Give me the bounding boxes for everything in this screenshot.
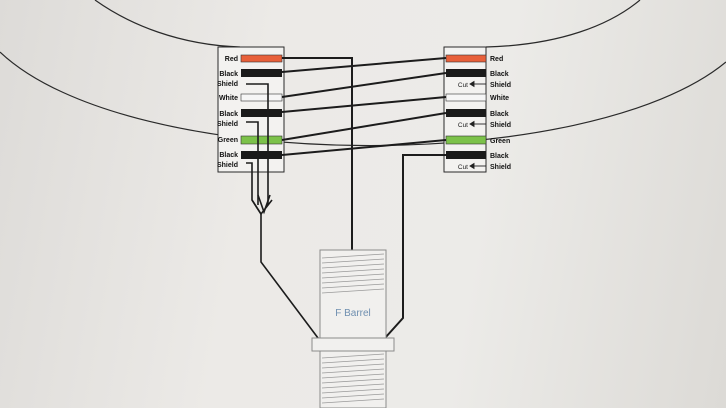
shield-wire-1 [246,83,269,205]
left-label-black-2: Black [219,111,238,118]
cut-arrow-icon [469,80,475,88]
left-wire-white [240,93,283,102]
right-wire-white [445,93,487,102]
cut-arrow-icon [469,120,475,128]
barrel-upper-body [319,249,387,339]
left-wire-red [240,54,283,63]
right-label-green: Green [490,138,510,145]
left-wire-black-3 [241,151,282,159]
right-label-shield-1: Shield [490,82,511,89]
cross-wires [281,57,447,156]
right-label-shield-2: Shield [490,122,511,129]
wire-left-green-to-right-black2 [281,112,447,141]
left-label-shield-2: Shield [217,121,238,128]
right-wire-black-3 [446,151,486,159]
wire-right-black3-to-barrel [384,154,446,339]
left-wire-green [240,135,283,145]
right-label-black-2: Black [490,111,509,118]
shield-wire-2 [246,121,259,205]
left-label-red: Red [225,56,238,63]
right-connector-labels: Red Black Shield White Black Shield Gree… [458,56,511,171]
barrel-upper-threads [321,253,385,294]
top-cable-arc-right [485,0,641,48]
right-wire-red [445,54,487,63]
barrel-label: F Barrel [335,308,371,319]
right-label-white: White [490,95,509,102]
left-label-shield-3: Shield [217,162,238,169]
left-label-black-1: Black [219,71,238,78]
shield-wire-bundle [246,83,319,339]
left-connector-labels: Red Black Shield White Black Shield Gree… [217,56,238,169]
left-wire-black-1 [241,69,282,77]
f-barrel: F Barrel [311,249,395,408]
right-wire-black-2 [446,109,486,117]
right-cut-label-2: Cut [458,122,468,129]
barrel-lower-threads [321,353,385,404]
wire-left-white-to-right-black1 [281,72,447,98]
right-wire-black-1 [446,69,486,77]
cut-arrow-icon [469,162,475,170]
right-label-black-1: Black [490,71,509,78]
right-cut-label-3: Cut [458,164,468,171]
right-cut-label-1: Cut [458,82,468,89]
cut-arrows [469,80,486,170]
barrel-flange [311,337,395,352]
right-label-black-3: Black [490,153,509,160]
left-label-white: White [219,95,238,102]
shield-twist-a [257,194,271,215]
wire-left-black2-to-right-white [281,96,447,113]
wire-left-black1-to-right-red [281,57,447,73]
right-wire-green [445,135,487,145]
left-label-black-3: Black [219,152,238,159]
left-wire-black-2 [241,109,282,117]
left-label-shield-1: Shield [217,81,238,88]
cable-outline-arc [0,51,726,147]
left-label-green: Green [218,137,238,144]
shield-to-barrel [260,214,319,339]
wire-left-red-to-barrel-center [282,57,353,252]
right-label-red: Red [490,56,503,63]
top-cable-arc [94,0,241,48]
right-label-shield-3: Shield [490,164,511,171]
wire-left-black3-to-right-green [281,139,447,156]
